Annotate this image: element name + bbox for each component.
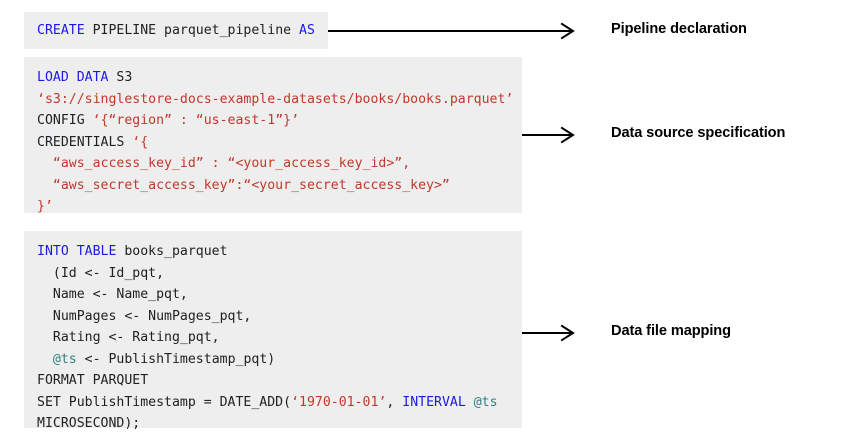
code-token-kw: AS xyxy=(299,23,315,38)
code-token-kw: INTO TABLE xyxy=(37,244,117,259)
code-line: CONFIG ‘{“region” : “us-east-1”}’ xyxy=(37,110,522,132)
code-token-plain: S3 xyxy=(108,70,133,85)
code-token-plain xyxy=(466,395,474,410)
code-token-plain xyxy=(37,352,53,367)
data-source-specification-block: LOAD DATA S3 ‘s3://singlestore-docs-examp… xyxy=(24,57,522,214)
code-line: Name <- Name_pqt, xyxy=(37,284,522,306)
code-line: LOAD DATA S3 xyxy=(37,67,522,89)
code-line: ‘s3://singlestore-docs-example-datasets/… xyxy=(37,89,522,111)
code-token-kw: LOAD DATA xyxy=(37,70,109,85)
code-line: @ts <- PublishTimestamp_pqt) xyxy=(37,349,522,371)
code-line: INTO TABLE books_parquet xyxy=(37,241,522,263)
arrow-right-icon-source xyxy=(522,126,575,144)
arrow-right-icon-mapping xyxy=(522,324,575,342)
code-token-plain: CREDENTIALS xyxy=(37,134,133,150)
code-token-kw: INTERVAL xyxy=(402,394,466,410)
code-token-str: ‘1970-01-01’ xyxy=(291,394,387,410)
code-token-plain: NumPages <- NumPages_pqt, xyxy=(37,308,252,324)
code-token-plain: FORMAT PARQUET xyxy=(37,373,149,388)
annotation-label-pipeline-declaration: Pipeline declaration xyxy=(611,21,747,37)
code-line: “aws_secret_access_key”:“<your_secret_ac… xyxy=(37,175,522,197)
annotation-label-data-source-specification: Data source specification xyxy=(611,125,786,141)
arrow-right-icon-declaration xyxy=(328,22,575,40)
code-token-str: “aws_secret_access_key”:“<your_secret_ac… xyxy=(37,177,450,193)
code-token-plain: SET PublishTimestamp = DATE_ADD( xyxy=(37,394,292,410)
code-line: CREDENTIALS ‘{ xyxy=(37,132,522,154)
code-token-str: “aws_access_key_id” : “<your_access_key_… xyxy=(37,156,411,171)
code-token-str: ‘{“region” : “us-east-1”}’ xyxy=(92,113,300,128)
code-line: MICROSECOND); xyxy=(37,413,522,435)
code-token-plain: , xyxy=(386,394,403,410)
code-token-plain: PIPELINE parquet_pipeline xyxy=(84,23,300,38)
code-line: (Id <- Id_pqt, xyxy=(37,263,522,285)
code-token-kw: CREATE xyxy=(37,23,85,38)
code-line: FORMAT PARQUET xyxy=(37,370,522,392)
code-token-plain: books_parquet xyxy=(116,244,228,259)
code-line: Rating <- Rating_pqt, xyxy=(37,327,522,349)
code-line: CREATE PIPELINE parquet_pipeline AS xyxy=(37,20,328,42)
code-token-plain: CONFIG xyxy=(37,113,93,128)
data-file-mapping-block: INTO TABLE books_parquet (Id <- Id_pqt, … xyxy=(24,231,522,431)
code-line: “aws_access_key_id” : “<your_access_key_… xyxy=(37,153,522,175)
code-token-var: @ts xyxy=(52,351,77,367)
code-token-str: ‘s3://singlestore-docs-example-datasets/… xyxy=(37,91,514,107)
code-token-var: @ts xyxy=(473,394,498,410)
annotation-label-data-file-mapping: Data file mapping xyxy=(611,323,731,339)
code-token-str: ‘{ xyxy=(132,134,149,150)
code-line: NumPages <- NumPages_pqt, xyxy=(37,306,522,328)
code-token-plain: Name <- Name_pqt, xyxy=(37,287,188,302)
code-token-plain: MICROSECOND); xyxy=(37,416,141,431)
code-token-plain: Rating <- Rating_pqt, xyxy=(37,330,220,345)
code-line: }’ xyxy=(37,196,522,218)
code-token-plain: (Id <- Id_pqt, xyxy=(37,265,165,281)
code-token-plain: <- PublishTimestamp_pqt) xyxy=(76,351,276,367)
code-line: SET PublishTimestamp = DATE_ADD(‘1970-01… xyxy=(37,392,522,414)
code-token-str: }’ xyxy=(37,199,53,214)
pipeline-declaration-block: CREATE PIPELINE parquet_pipeline AS xyxy=(24,12,328,49)
